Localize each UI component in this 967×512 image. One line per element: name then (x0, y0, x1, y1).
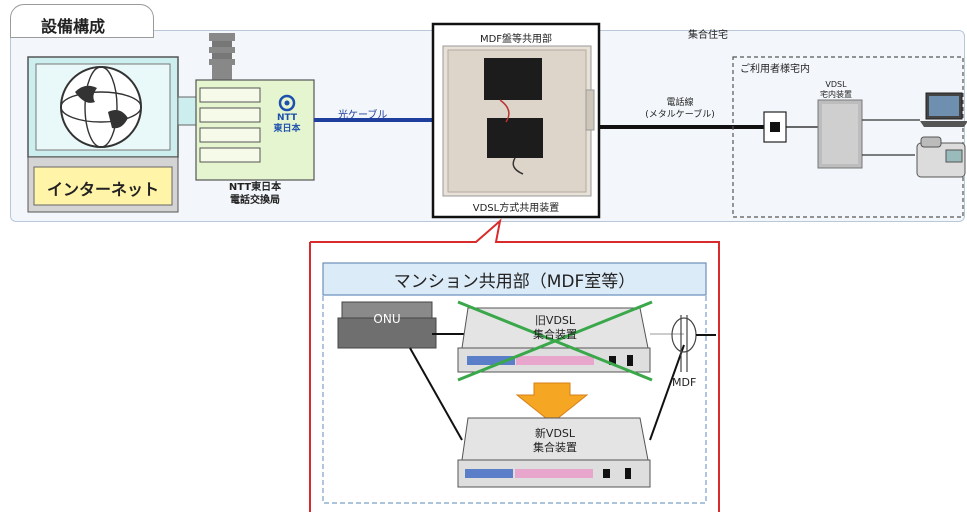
mdf-top-label: MDF盤等共用部 (479, 34, 553, 45)
ntt-logo-icon (278, 94, 296, 112)
wall-socket (763, 111, 787, 143)
new-device-label: 新VDSL 集合装置 (533, 427, 577, 454)
ntt-logo-text: NTT 東日本 (273, 113, 301, 134)
exchange-building (195, 33, 315, 181)
internet-label: インターネット (46, 180, 159, 199)
mdf-bottom-label: VDSL方式共用装置 (472, 203, 560, 214)
callout-border (310, 218, 720, 512)
exchange-label: NTT東日本 電話交換局 (228, 182, 282, 206)
mansion-title: マンション共用部（MDF室等） (393, 272, 636, 292)
customer-premises-label: ご利用者様宅内 (740, 64, 810, 75)
customer-premises-box (732, 56, 964, 218)
section-tab: 設備構成 (10, 4, 154, 38)
mdf-cabinet-photo (431, 22, 601, 219)
cross-mark-icon (457, 300, 653, 382)
fiber-cable-label: 光ケーブル (338, 110, 388, 121)
mdf-label: MDF (672, 376, 697, 389)
globe-icon (60, 66, 142, 148)
laptop-icon (920, 92, 967, 127)
mansion-title-bar (322, 262, 707, 296)
phone-line-label: 電話線 (メタルケーブル) (645, 98, 715, 120)
telephone-icon (916, 136, 966, 178)
replace-arrow-icon (515, 382, 589, 424)
mdf-frame (671, 315, 716, 372)
internet-button (33, 166, 173, 206)
new-vdsl-device (457, 417, 651, 488)
vdsl-home-label: VDSL 宅内装置 (820, 80, 852, 99)
vdsl-home-unit (817, 99, 863, 169)
old-device-label: 旧VDSL 集合装置 (533, 314, 577, 341)
building-label: 集合住宅 (688, 30, 728, 41)
onu-label: ONU (373, 312, 401, 326)
